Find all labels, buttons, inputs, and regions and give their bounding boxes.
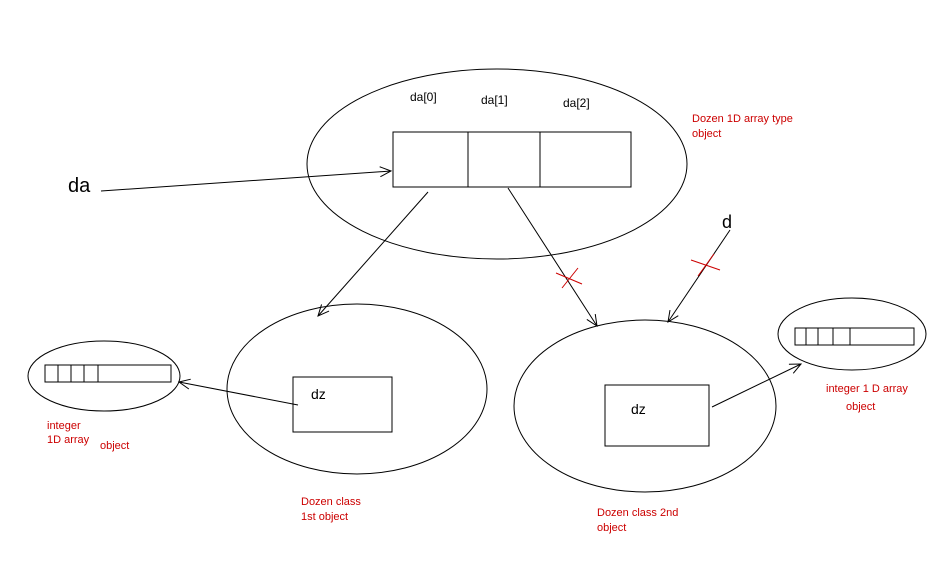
dozen-2nd-caption-line2: object xyxy=(597,522,626,534)
dozen-2nd-object-ellipse xyxy=(513,319,777,493)
dozen-2nd-caption-line1: Dozen class 2nd xyxy=(597,507,678,519)
dozen-2nd-dz-reference-arrow xyxy=(711,363,803,408)
dozen-1st-caption-line2: 1st object xyxy=(301,511,348,523)
int-array-left-caption-line3: object xyxy=(100,440,129,452)
int-array-left-caption-line2: 1D array xyxy=(47,434,90,446)
d-crossed-out-mark xyxy=(690,253,721,277)
index-label-da2: da[2] xyxy=(563,96,590,110)
int-array-right-caption-line1: integer 1 D array xyxy=(826,383,908,395)
dozen-array-object-ellipse xyxy=(306,68,688,260)
int-array-right-caption-line2: object xyxy=(846,401,875,413)
index-label-da0: da[0] xyxy=(410,90,437,104)
variable-da: da xyxy=(68,175,91,197)
dozen-1st-object-ellipse xyxy=(226,303,488,475)
dozen-2nd-dz-box xyxy=(604,384,710,447)
da1-reference-arrow xyxy=(507,187,598,328)
dozen-1st-caption-line1: Dozen class xyxy=(301,496,361,508)
dozen-array-box xyxy=(392,131,632,188)
int-array-right-box xyxy=(794,327,915,346)
da0-reference-arrow xyxy=(317,191,429,317)
variable-d: d xyxy=(722,212,732,232)
dozen-array-caption-line2: object xyxy=(692,128,721,140)
dozen-array-caption-line1: Dozen 1D array type xyxy=(692,113,793,125)
int-array-right-ellipse xyxy=(777,297,927,371)
int-array-left-box xyxy=(44,364,172,383)
da1-crossed-out-mark xyxy=(555,267,583,289)
int-array-left-ellipse xyxy=(27,340,181,412)
dozen-2nd-dz-label: dz xyxy=(631,401,646,417)
dozen-1st-dz-reference-arrow xyxy=(177,378,299,406)
index-label-da1: da[1] xyxy=(481,93,508,107)
da-reference-arrow xyxy=(100,166,393,192)
dozen-1st-dz-label: dz xyxy=(311,386,326,402)
dozen-1st-dz-box xyxy=(292,376,393,433)
int-array-left-caption-line1: integer xyxy=(47,420,81,432)
d-reference-arrow xyxy=(667,229,731,324)
